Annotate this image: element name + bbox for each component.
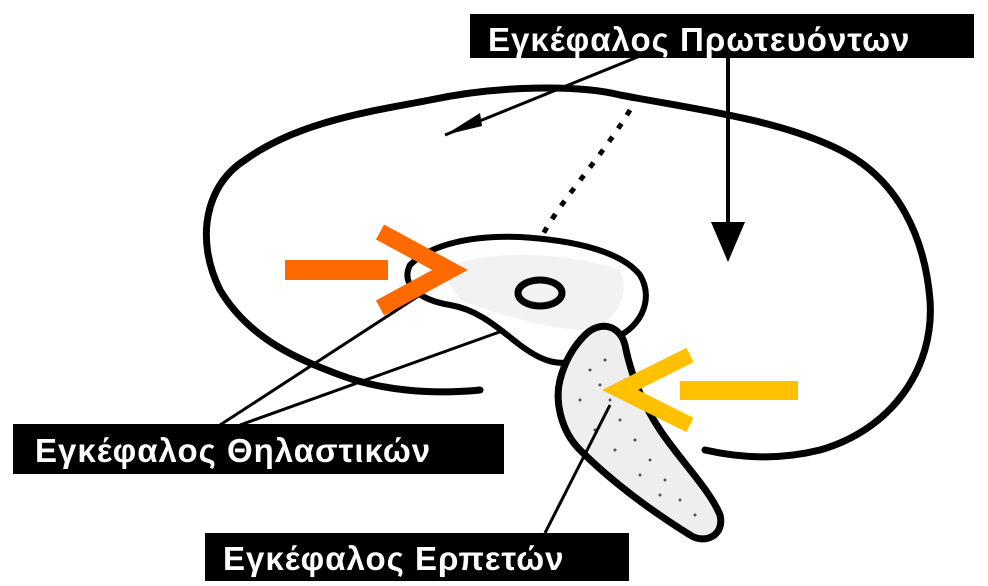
label-mammal-brain: Εγκέφαλος Θηλαστικών <box>13 424 504 474</box>
dotted-pointer-line <box>540 110 630 240</box>
label-primate-brain: Εγκέφαλος Πρωτευόντων <box>470 14 974 58</box>
primate-pointer-arrowhead-left <box>445 113 482 135</box>
orange-arrow-shaft <box>285 260 388 280</box>
yellow-arrow-shaft <box>680 381 798 400</box>
label-reptile-brain: Εγκέφαλος Ερπετών <box>205 533 629 581</box>
limbic-stipple <box>440 255 624 330</box>
orange-arrow-chevron <box>380 232 450 308</box>
mammal-pointer-line-1 <box>220 295 420 425</box>
brainstem <box>558 326 721 539</box>
primate-pointer-arrowhead-down <box>711 222 745 262</box>
